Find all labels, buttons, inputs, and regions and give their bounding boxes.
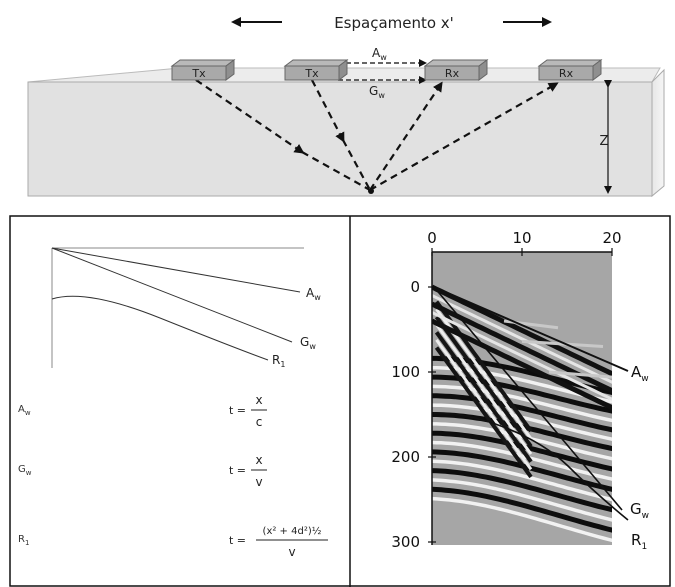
radargram-curve-label: Gw (630, 500, 649, 521)
y-tick-label: 100 (391, 363, 420, 381)
x-tick-label: 0 (427, 229, 437, 247)
antenna-rx-4: Rx (537, 59, 603, 81)
equation-wave-label: Aw (18, 404, 31, 417)
equation-denominator: c (256, 415, 263, 429)
y-tick-label: 300 (391, 533, 420, 551)
bottom-panels-frame (9, 215, 671, 587)
reflected-rays (195, 79, 559, 191)
schematic-curve-label: R1 (272, 353, 285, 369)
schematic-curve-ground (51, 247, 293, 343)
equation-lhs: t = (229, 404, 246, 417)
y-tick-label: 0 (410, 278, 420, 296)
radargram-line-reflection (433, 412, 629, 521)
x-tick-label: 20 (602, 229, 621, 247)
survey-panel: Espaçamento x' Aw Gw Z Tx Tx Rx Rx (27, 14, 665, 198)
equation-row: Aw t = xc (18, 393, 267, 429)
equation-lhs: t = (229, 464, 246, 477)
ground-side-face (651, 68, 665, 198)
antenna-label: Rx (445, 67, 460, 80)
ground-front-face (27, 81, 653, 197)
schematic-curve-reflection (51, 295, 269, 361)
equation-numerator: x (255, 393, 262, 407)
radargram-line-ground (433, 286, 623, 511)
equation-numerator: (x² + 4d²)½ (263, 525, 322, 537)
radargram-curve-label: Aw (631, 363, 649, 384)
y-tick-label: 200 (391, 448, 420, 466)
antenna-label: Tx (304, 67, 319, 80)
equation-wave-label: Gw (18, 464, 32, 477)
radargram-curve-label: R1 (631, 531, 647, 552)
depth-label: Z (600, 134, 609, 149)
ground-wave-label: Gw (369, 84, 385, 100)
schematic-curve-air (51, 247, 301, 293)
spacing-title: Espaçamento x' (334, 14, 454, 32)
equation-row: Gw t = xv (18, 453, 267, 489)
x-tick-label: 10 (512, 229, 531, 247)
schematic-curve-label: Gw (300, 335, 316, 351)
antenna-tx-1: Tx (170, 59, 236, 81)
equation-denominator: v (255, 475, 262, 489)
radargram-line-air (433, 286, 629, 372)
equation-row: R1 t = (x² + 4d²)½ v (18, 525, 328, 559)
antenna-rx-3: Rx (423, 59, 489, 81)
equation-numerator: x (255, 453, 262, 467)
air-wave-label: Aw (372, 46, 387, 62)
reflection-point (368, 188, 374, 194)
antenna-label: Rx (559, 67, 574, 80)
equation-lhs: t = (229, 534, 246, 547)
equation-denominator: v (288, 545, 295, 559)
antenna-tx-2: Tx (283, 59, 349, 81)
equation-wave-label: R1 (18, 534, 29, 547)
schematic-curve-label: Aw (306, 286, 321, 302)
antenna-label: Tx (191, 67, 206, 80)
